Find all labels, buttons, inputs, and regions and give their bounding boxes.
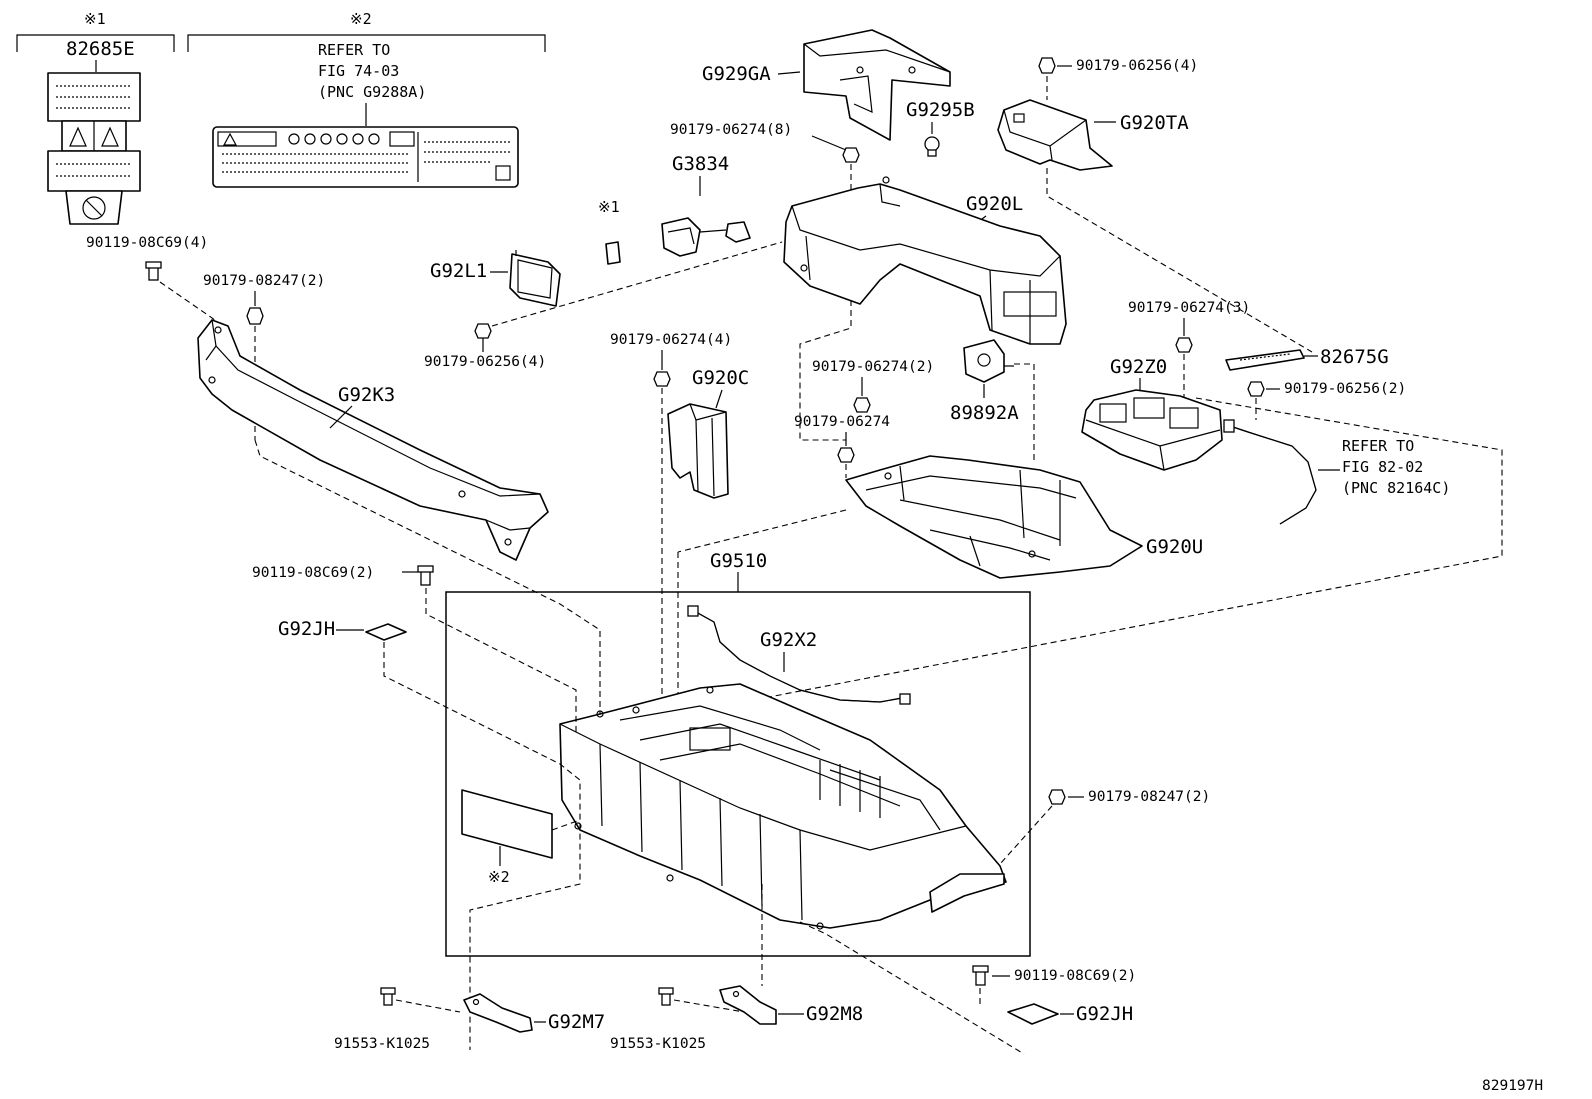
- part-label-G9510[interactable]: G9510: [710, 550, 767, 572]
- caution-label-82685E[interactable]: [47, 72, 141, 225]
- note-mark-1-small: ※1: [598, 198, 620, 216]
- bracket-bar-G92K3[interactable]: [197, 319, 549, 561]
- sensor-89892A[interactable]: [963, 339, 1014, 383]
- warning-label-sticker[interactable]: [212, 126, 519, 188]
- part-label-89892A[interactable]: 89892A: [950, 402, 1019, 424]
- part-label-G92K3[interactable]: G92K3: [338, 384, 395, 406]
- sheet-G92JH-left[interactable]: [365, 623, 407, 641]
- nut-90179-06274-left[interactable]: [653, 371, 671, 387]
- upper-case-G920L[interactable]: [783, 176, 1067, 345]
- nut-90179-06274-right[interactable]: [1175, 337, 1193, 353]
- part-label-G92M8[interactable]: G92M8: [806, 1003, 863, 1025]
- part-label-90179-08247-2-top[interactable]: 90179-08247(2): [203, 273, 325, 289]
- nut-90179-08247-right[interactable]: [1048, 789, 1066, 805]
- part-label-90119-08C69-2-left[interactable]: 90119-08C69(2): [252, 565, 374, 581]
- nut-90179-06274-lower[interactable]: [837, 447, 855, 463]
- part-label-G92M7[interactable]: G92M7: [548, 1011, 605, 1033]
- svg-text:FIG 82-02: FIG 82-02: [1342, 458, 1423, 476]
- part-label-82685E[interactable]: 82685E: [66, 38, 135, 60]
- bolt-91553-K1025-a[interactable]: [380, 987, 396, 1006]
- part-label-90179-06256-2[interactable]: 90179-06256(2): [1284, 381, 1406, 397]
- refer-note-fig-74-03: REFER TO FIG 74-03 (PNC G9288A): [318, 41, 426, 101]
- part-label-G92L1[interactable]: G92L1: [430, 260, 487, 282]
- part-label-G92Z0[interactable]: G92Z0: [1110, 356, 1167, 378]
- nut-90179-06274-mid[interactable]: [853, 397, 871, 413]
- label-plate-mark2[interactable]: [461, 789, 553, 859]
- svg-text:REFER TO: REFER TO: [1342, 437, 1414, 455]
- part-label-90179-06274-2[interactable]: 90179-06274(2): [812, 359, 934, 375]
- junction-block-G92Z0[interactable]: [1081, 389, 1223, 471]
- part-label-90119-08C69-2-bottom[interactable]: 90119-08C69(2): [1014, 968, 1136, 984]
- note-mark-1: ※1: [84, 10, 106, 28]
- bracket-G929GA[interactable]: [803, 29, 951, 141]
- nut-90179-06274-top[interactable]: [842, 147, 860, 163]
- part-label-91553-K1025-a[interactable]: 91553-K1025: [334, 1036, 430, 1052]
- part-label-90179-08247-2-right[interactable]: 90179-08247(2): [1088, 789, 1210, 805]
- note-bracket-2: ※2: [187, 10, 546, 52]
- part-label-G9295B[interactable]: G9295B: [906, 99, 975, 121]
- wire-G92X2[interactable]: [687, 605, 911, 705]
- svg-text:(PNC 82164C): (PNC 82164C): [1342, 479, 1450, 497]
- part-label-G92X2[interactable]: G92X2: [760, 629, 817, 651]
- part-label-82675G[interactable]: 82675G: [1320, 346, 1389, 368]
- note-bracket-1: ※1: [16, 10, 175, 52]
- cover-G92L1[interactable]: [509, 250, 561, 307]
- part-label-90179-06274-3[interactable]: 90179-06274(3): [1128, 300, 1250, 316]
- bracket-G92M7[interactable]: [463, 993, 533, 1033]
- sheet-G92JH-right[interactable]: [1007, 1003, 1059, 1025]
- part-label-G920U[interactable]: G920U: [1146, 536, 1203, 558]
- svg-text:(PNC G9288A): (PNC G9288A): [318, 83, 426, 101]
- clip-G9295B[interactable]: [924, 136, 940, 157]
- part-label-G920L[interactable]: G920L: [966, 193, 1023, 215]
- part-label-G92JH-right[interactable]: G92JH: [1076, 1003, 1133, 1025]
- battery-pack-G9510[interactable]: [559, 683, 1007, 930]
- refer-note-fig-82-02: REFER TO FIG 82-02 (PNC 82164C): [1342, 437, 1450, 497]
- note-mark-2-plate: ※2: [488, 868, 510, 886]
- svg-text:FIG 74-03: FIG 74-03: [318, 62, 399, 80]
- connector-G3834[interactable]: [661, 217, 751, 257]
- bracket-G920C[interactable]: [667, 403, 729, 499]
- bolt-90119-08C69-bottom[interactable]: [972, 965, 989, 986]
- assembly-frame-G9510: [445, 591, 1031, 957]
- bolt-90119-08C69-top[interactable]: [145, 261, 162, 281]
- bolt-91553-K1025-b[interactable]: [658, 987, 674, 1006]
- nut-90179-08247-top[interactable]: [246, 307, 264, 325]
- nut-90179-06256-top[interactable]: [1038, 57, 1056, 74]
- nut-90179-06256-left[interactable]: [474, 323, 492, 339]
- svg-text:REFER TO: REFER TO: [318, 41, 390, 59]
- lower-tray-G920U[interactable]: [845, 455, 1143, 579]
- nut-90179-06256-right[interactable]: [1247, 381, 1265, 397]
- part-label-91553-K1025-b[interactable]: 91553-K1025: [610, 1036, 706, 1052]
- part-label-90119-08C69-4[interactable]: 90119-08C69(4): [86, 235, 208, 251]
- figure-id: 829197H: [1482, 1078, 1543, 1094]
- part-label-G92JH-left[interactable]: G92JH: [278, 618, 335, 640]
- part-label-90179-06256-4[interactable]: 90179-06256(4): [1076, 58, 1198, 74]
- part-label-G929GA[interactable]: G929GA: [702, 63, 771, 85]
- note-mark-2: ※2: [350, 10, 372, 28]
- part-label-90179-06256-4-left[interactable]: 90179-06256(4): [424, 354, 546, 370]
- tag-small-mark1[interactable]: [605, 241, 621, 265]
- part-label-G3834[interactable]: G3834: [672, 153, 729, 175]
- part-label-90179-06274[interactable]: 90179-06274: [794, 414, 890, 430]
- bolt-90119-08C69-left[interactable]: [417, 565, 434, 586]
- part-label-G920C[interactable]: G920C: [692, 367, 749, 389]
- part-label-90179-06274-8[interactable]: 90179-06274(8): [670, 122, 792, 138]
- bracket-G92M8[interactable]: [719, 985, 777, 1025]
- part-label-90179-06274-4[interactable]: 90179-06274(4): [610, 332, 732, 348]
- wire-harness-82164C[interactable]: [1223, 419, 1317, 525]
- cover-G920TA[interactable]: [997, 99, 1113, 171]
- part-label-G920TA[interactable]: G920TA: [1120, 112, 1189, 134]
- plate-82675G[interactable]: [1225, 349, 1305, 371]
